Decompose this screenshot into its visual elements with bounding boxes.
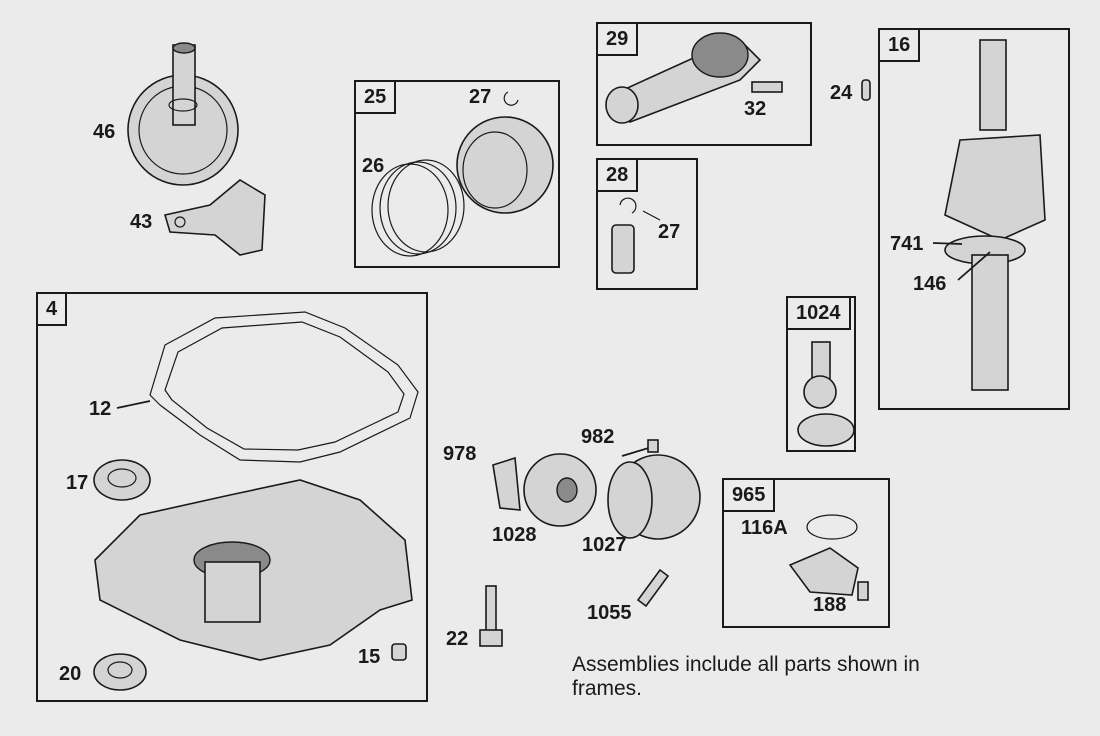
circlip-part <box>503 91 519 106</box>
assemblies-note: Assemblies include all parts shown in fr… <box>572 653 920 700</box>
gasket-part <box>116 311 419 463</box>
frame-4-tag: 4 <box>38 294 68 326</box>
frame-1024-tag: 1024 <box>788 298 851 330</box>
drain-plug-part <box>391 643 407 661</box>
bolt-part <box>479 585 503 647</box>
frame-4: 4 <box>36 292 428 702</box>
frame-965-tag: 965 <box>724 480 776 512</box>
piston-part <box>456 116 554 214</box>
callout-26: 26 <box>362 155 385 177</box>
oil-sump-part <box>94 479 413 661</box>
frame-29: 29 <box>596 22 812 146</box>
oil-filter-gasket-part <box>492 456 521 511</box>
callout-43: 43 <box>130 211 153 233</box>
callout-1055: 1055 <box>587 602 632 624</box>
frame-25-tag: 25 <box>356 82 397 114</box>
callout-1027: 1027 <box>582 534 627 556</box>
frame-28: 28 <box>596 158 698 290</box>
callout-188: 188 <box>813 594 847 616</box>
frame-16-tag: 16 <box>880 30 921 62</box>
crankshaft-part <box>932 39 1046 391</box>
oil-seal-part <box>93 653 147 691</box>
oil-filter-part <box>607 454 701 540</box>
piston-rings-part <box>371 159 465 257</box>
callout-12: 12 <box>89 398 112 420</box>
governor-part <box>163 179 266 256</box>
callout-1028: 1028 <box>492 524 537 546</box>
callout-24: 24 <box>830 82 853 104</box>
callout-22: 22 <box>446 628 469 650</box>
frame-25: 25 <box>354 80 560 268</box>
callout-982: 982 <box>581 426 615 448</box>
bearing-part <box>93 459 151 501</box>
callout-146: 146 <box>913 273 947 295</box>
wrist-pin-part <box>611 197 661 274</box>
callout-116a: 116A <box>741 517 788 539</box>
callout-17: 17 <box>66 472 89 494</box>
cover-part <box>788 514 869 601</box>
callout-978: 978 <box>443 443 477 465</box>
screw-part <box>621 439 659 457</box>
oil-filter-adapter-part <box>523 453 597 527</box>
callout-32: 32 <box>744 98 767 120</box>
frame-965: 965 <box>722 478 890 628</box>
callout-20: 20 <box>59 663 82 685</box>
oil-pump-part <box>797 341 855 447</box>
callout-27-pin: 27 <box>658 221 681 243</box>
callout-15: 15 <box>358 646 381 668</box>
frame-1024: 1024 <box>786 296 856 452</box>
frame-29-tag: 29 <box>598 24 639 56</box>
callout-27-piston: 27 <box>469 86 492 108</box>
dowel-part <box>636 568 670 608</box>
callout-46: 46 <box>93 121 116 143</box>
pin-part <box>861 79 871 101</box>
connecting-rod-part <box>605 32 783 124</box>
callout-741: 741 <box>890 233 924 255</box>
frame-28-tag: 28 <box>598 160 639 192</box>
camshaft-gear-part <box>127 42 239 186</box>
frame-16: 16 <box>878 28 1070 410</box>
